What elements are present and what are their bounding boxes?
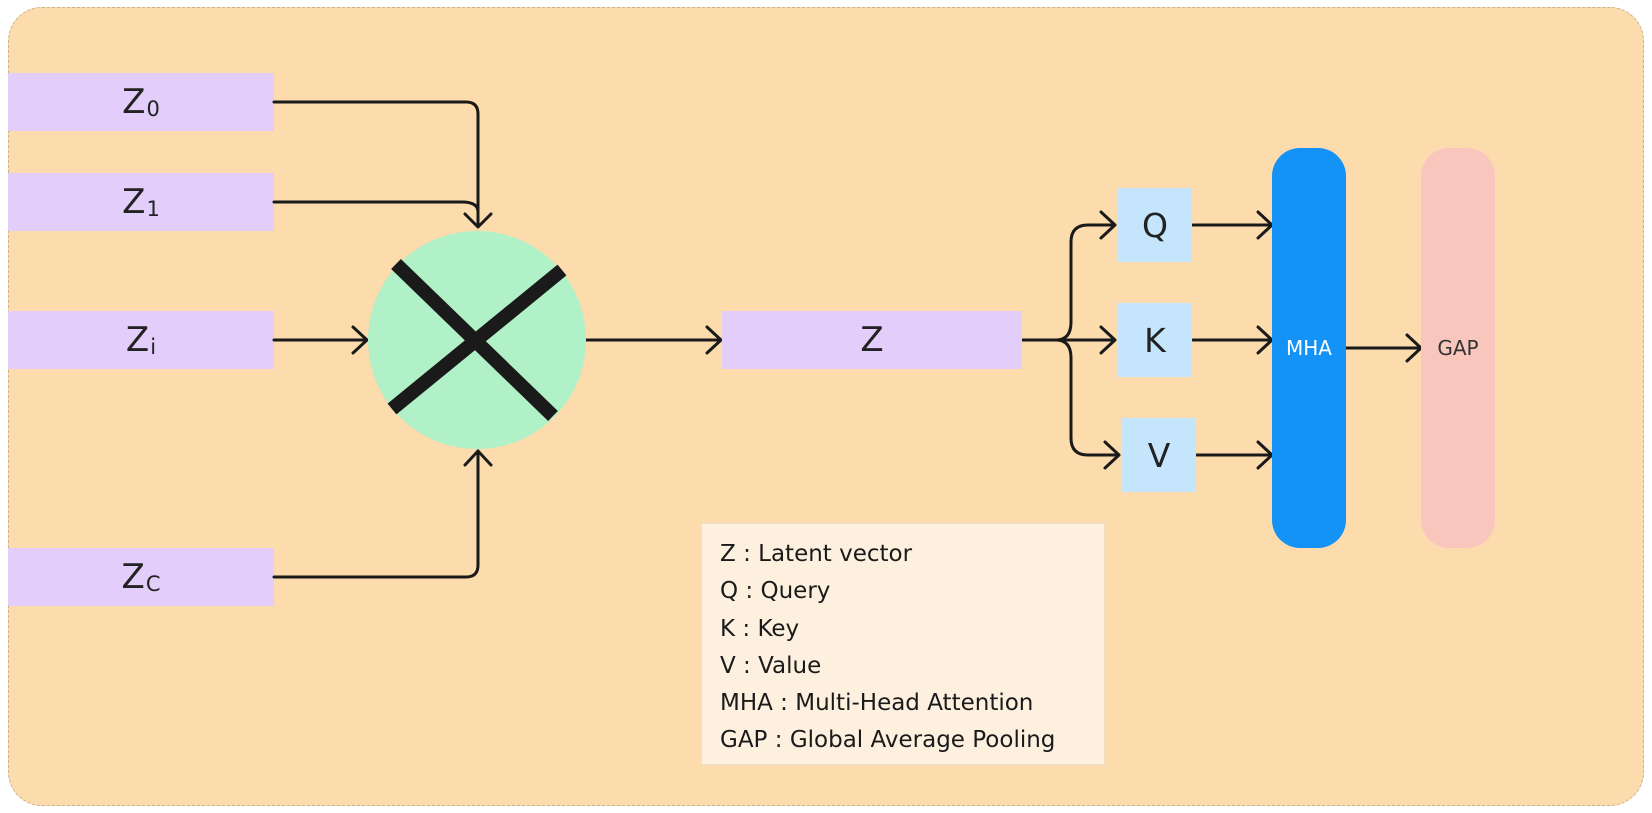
arrowhead-key bbox=[1099, 325, 1117, 355]
arrow-split-to-query bbox=[1054, 223, 1116, 342]
legend-row-q: Q : Query bbox=[720, 573, 1104, 610]
input-zc-base: Z bbox=[121, 557, 145, 597]
legend-description: Global Average Pooling bbox=[789, 727, 1056, 754]
input-zi-sub: i bbox=[150, 335, 157, 359]
legend-separator: : bbox=[738, 578, 761, 605]
arrow-z0-to-multiply bbox=[272, 100, 480, 228]
query-label: Q bbox=[1142, 205, 1168, 245]
arrow-z1-to-multiply bbox=[272, 200, 480, 214]
legend-row-mha: MHA : Multi-Head Attention bbox=[720, 685, 1104, 722]
input-z1-sub: 1 bbox=[146, 197, 160, 221]
latent-vector-label: Z bbox=[860, 320, 884, 360]
input-z0-sub: 0 bbox=[146, 97, 160, 121]
mha-label: MHA bbox=[1286, 336, 1332, 360]
legend-term: GAP bbox=[720, 727, 768, 754]
arrowhead-value bbox=[1103, 440, 1121, 470]
legend-term: Q bbox=[720, 578, 739, 605]
legend-separator: : bbox=[767, 727, 790, 754]
arrowhead-into-multiply-top bbox=[463, 212, 493, 229]
multiply-node bbox=[368, 231, 586, 449]
gap-block: GAP bbox=[1421, 148, 1495, 548]
input-zi-base: Z bbox=[125, 320, 150, 360]
input-zc-sub: C bbox=[145, 572, 161, 596]
gap-label: GAP bbox=[1437, 336, 1479, 360]
legend-description: Key bbox=[757, 615, 800, 642]
latent-vector-box: Z bbox=[722, 311, 1022, 369]
arrowhead-latent bbox=[705, 325, 723, 355]
legend-separator: : bbox=[772, 690, 796, 717]
key-box: K bbox=[1118, 303, 1192, 377]
legend-separator: : bbox=[735, 541, 759, 567]
legend-term: Z bbox=[720, 541, 736, 567]
legend-description: Value bbox=[758, 652, 822, 679]
legend-row-v: V : Value bbox=[720, 648, 1104, 685]
mha-block: MHA bbox=[1272, 148, 1346, 548]
legend-term: MHA bbox=[720, 690, 773, 717]
legend-description: Latent vector bbox=[758, 541, 913, 567]
value-label: V bbox=[1147, 435, 1171, 475]
legend-separator: : bbox=[735, 652, 759, 679]
value-box: V bbox=[1122, 418, 1196, 492]
arrowhead-into-multiply-bottom bbox=[463, 449, 493, 467]
arrow-zc-to-multiply bbox=[272, 449, 480, 579]
legend-row-z: Z : Latent vector bbox=[720, 536, 1104, 573]
arrow-split-to-value bbox=[1054, 338, 1120, 457]
legend-row-gap: GAP : Global Average Pooling bbox=[720, 722, 1104, 759]
input-z1-base: Z bbox=[122, 182, 146, 222]
arrowhead-zi bbox=[351, 325, 369, 355]
multiply-cross-icon bbox=[387, 258, 567, 422]
legend-description: Multi-Head Attention bbox=[795, 690, 1034, 717]
legend-box: Z : Latent vector Q : Query K : Key V : … bbox=[701, 523, 1105, 765]
legend-row-k: K : Key bbox=[720, 611, 1104, 648]
arrowhead-query bbox=[1099, 210, 1117, 240]
legend-separator: : bbox=[735, 615, 758, 642]
legend-term: K bbox=[720, 615, 736, 642]
input-z0-base: Z bbox=[122, 82, 146, 122]
query-box: Q bbox=[1118, 188, 1192, 262]
legend-term: V bbox=[720, 652, 736, 679]
legend-description: Query bbox=[760, 578, 831, 605]
key-label: K bbox=[1144, 320, 1166, 360]
